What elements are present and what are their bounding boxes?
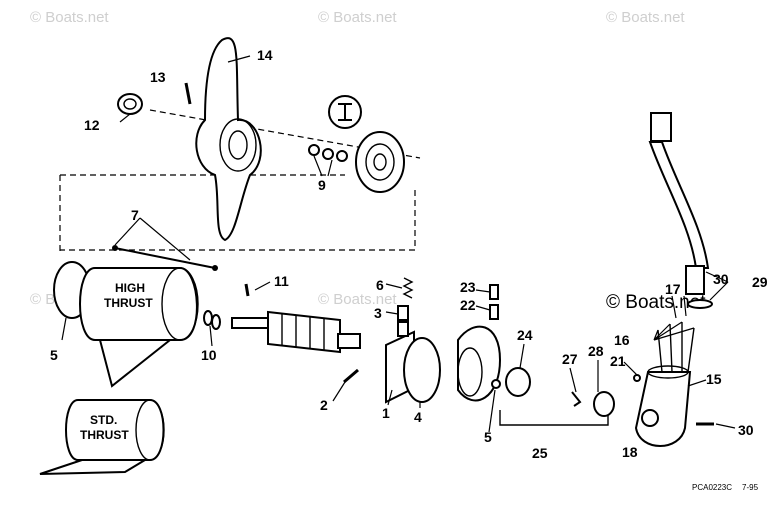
watermark-top-center: © Boats.net bbox=[318, 9, 397, 26]
terminal-22 bbox=[489, 284, 499, 300]
brush-upper bbox=[397, 305, 409, 321]
callout-16: 16 bbox=[614, 332, 630, 348]
high-thrust-line2: THRUST bbox=[104, 296, 153, 310]
callout-10: 10 bbox=[201, 347, 217, 363]
callout-7: 7 bbox=[131, 207, 139, 223]
prop-nut bbox=[117, 93, 143, 115]
cap-27 bbox=[593, 391, 615, 417]
std-thrust-line1: STD. bbox=[90, 413, 117, 427]
callout-14: 14 bbox=[257, 47, 273, 63]
callout-3: 3 bbox=[374, 305, 382, 321]
propeller bbox=[195, 37, 262, 242]
assembly-axis-line bbox=[149, 109, 421, 159]
assembly-bracket-line bbox=[59, 174, 416, 255]
callout-4: 5 bbox=[484, 429, 492, 445]
callout-18: 18 bbox=[622, 444, 638, 460]
washer-10a bbox=[203, 310, 213, 326]
std-thrust-line2: THRUST bbox=[80, 428, 129, 442]
callout-12: 11 bbox=[274, 273, 289, 289]
tie-rod bbox=[112, 245, 218, 271]
callout-1: 1 bbox=[382, 405, 390, 421]
callout-5-middle: 4 bbox=[414, 409, 422, 425]
callout-5-left: 5 bbox=[50, 347, 58, 363]
cable-tube bbox=[648, 112, 713, 309]
callout-6: 6 bbox=[376, 277, 384, 293]
callout-24: 24 bbox=[517, 327, 533, 343]
callout-23: 25 bbox=[532, 445, 548, 461]
lower-unit-head bbox=[634, 365, 692, 447]
brush-spring bbox=[402, 277, 414, 299]
clip-25 bbox=[571, 391, 582, 407]
callout-22: 23 bbox=[460, 279, 476, 295]
o-ring-24 bbox=[505, 367, 531, 397]
callout-29: 30 bbox=[713, 271, 729, 287]
callout-15: 15 bbox=[706, 371, 722, 387]
callout-25: 27 bbox=[562, 351, 578, 367]
callout-19: 21 bbox=[610, 353, 626, 369]
callout-11: 12 bbox=[84, 117, 100, 133]
callout-28: 29 bbox=[752, 274, 768, 290]
callout-17: 17 bbox=[665, 281, 681, 297]
terminal-21 bbox=[489, 304, 499, 320]
nut-19 bbox=[633, 374, 641, 382]
spacer-detail bbox=[328, 95, 362, 129]
washer-set bbox=[308, 144, 348, 162]
armature bbox=[231, 310, 361, 354]
pin-12 bbox=[244, 283, 250, 297]
callout-30: 30 bbox=[738, 422, 754, 438]
callout-27: 28 bbox=[588, 343, 604, 359]
figure-date: 7-95 bbox=[742, 483, 759, 492]
washer-10b bbox=[211, 314, 221, 330]
figure-code: PCA0223C bbox=[692, 483, 732, 492]
o-ring-middle bbox=[403, 337, 441, 403]
leader-lines bbox=[61, 55, 736, 433]
high-thrust-line1: HIGH bbox=[115, 281, 145, 295]
thrust-hub bbox=[355, 131, 405, 193]
nut-4 bbox=[491, 379, 501, 389]
watermark-top-right: © Boats.net bbox=[606, 9, 685, 26]
high-thrust-housing bbox=[79, 267, 199, 388]
watermark-mid-center: © Boats.net bbox=[318, 291, 397, 308]
wire-leads bbox=[657, 322, 695, 373]
motor-end-cap bbox=[457, 325, 502, 402]
callout-13: 13 bbox=[150, 69, 166, 85]
bracket-23 bbox=[499, 410, 609, 426]
callout-9: 9 bbox=[318, 177, 326, 193]
std-thrust-housing bbox=[39, 399, 165, 475]
watermark-mid-right: © Boats.net bbox=[606, 292, 706, 313]
callout-2: 2 bbox=[320, 397, 328, 413]
watermark-top-left: © Boats.net bbox=[30, 9, 109, 26]
drive-pin bbox=[184, 82, 192, 105]
screw-2 bbox=[343, 368, 359, 384]
callout-21: 22 bbox=[460, 297, 476, 313]
brush-lower bbox=[397, 321, 409, 337]
